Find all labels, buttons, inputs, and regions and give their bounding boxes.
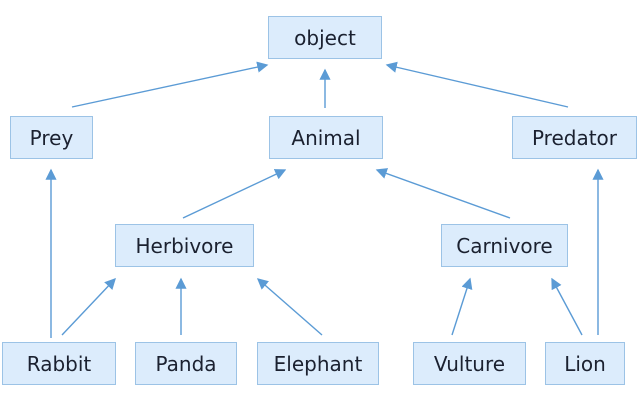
- node-prey: Prey: [10, 116, 93, 159]
- arrow-predator-object: [385, 61, 569, 108]
- node-animal: Animal: [269, 116, 383, 159]
- arrow-lion-carnivore: [551, 277, 583, 336]
- node-herbivore: Herbivore: [115, 224, 254, 267]
- arrow-elephant-herbivore: [256, 278, 323, 336]
- node-carnivore: Carnivore: [441, 224, 568, 267]
- node-elephant: Elephant: [257, 342, 379, 385]
- node-vulture: Vulture: [413, 342, 526, 385]
- arrow-herbivore-animal: [182, 169, 287, 219]
- arrow-carnivore-animal: [375, 168, 511, 219]
- node-predator: Predator: [512, 116, 637, 159]
- node-lion: Lion: [545, 342, 625, 385]
- arrow-rabbit-herbivore: [61, 277, 116, 336]
- arrow-prey-object: [71, 61, 269, 108]
- node-panda: Panda: [135, 342, 237, 385]
- arrow-vulture-carnivore: [451, 277, 473, 336]
- node-object: object: [268, 16, 382, 59]
- node-rabbit: Rabbit: [2, 342, 116, 385]
